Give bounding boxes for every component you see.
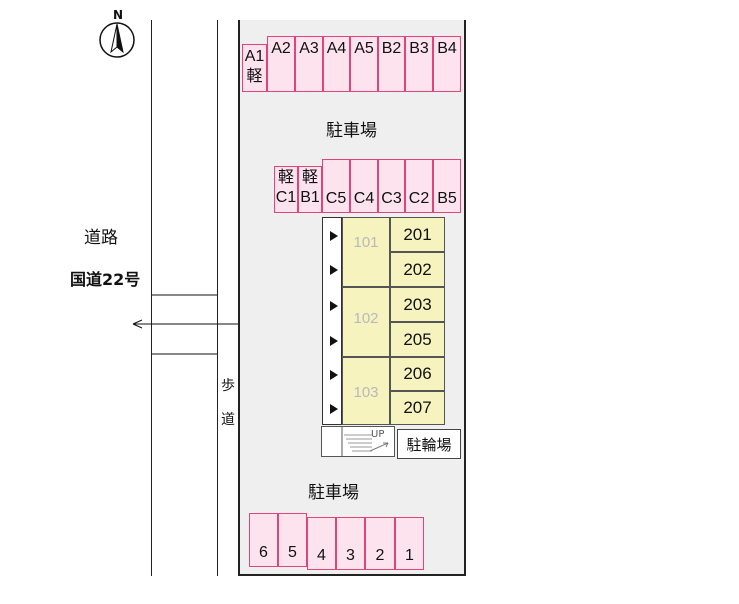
parking-space-c4: C4 bbox=[350, 159, 378, 213]
entry-arrow-icon bbox=[330, 336, 338, 346]
road-edge-right bbox=[217, 20, 218, 576]
parking-space-b2: B2 bbox=[378, 36, 405, 92]
unit-205: 205 bbox=[390, 322, 445, 357]
parking-space-1: 1 bbox=[395, 517, 424, 570]
road-name: 国道22号 bbox=[70, 270, 141, 289]
parking-label-upper: 駐車場 bbox=[326, 121, 377, 141]
unit-207: 207 bbox=[390, 391, 445, 425]
unit-201: 201 bbox=[390, 217, 445, 252]
corridor bbox=[322, 217, 342, 425]
parking-space-c1: 軽 C1 bbox=[274, 166, 298, 213]
parking-space-a4: A4 bbox=[323, 36, 350, 92]
parking-space-a2: A2 bbox=[267, 36, 295, 92]
unit-206: 206 bbox=[390, 357, 445, 391]
unit-101: 101 bbox=[342, 217, 390, 287]
parking-space-5: 5 bbox=[278, 513, 307, 567]
parking-space-a5: A5 bbox=[350, 36, 378, 92]
parking-space-2: 2 bbox=[365, 517, 395, 570]
unit-102: 102 bbox=[342, 287, 390, 357]
stairs-icon bbox=[341, 427, 389, 456]
parking-space-6: 6 bbox=[249, 513, 278, 567]
parking-space-4: 4 bbox=[307, 517, 336, 570]
parking-space-b5: B5 bbox=[433, 159, 461, 213]
sidewalk-label-char-1: 歩 bbox=[221, 378, 235, 394]
parking-space-b4: B4 bbox=[433, 36, 461, 92]
parking-label-lower: 駐車場 bbox=[308, 483, 359, 503]
stairs-up-label: UP bbox=[371, 429, 385, 440]
road-edge-left bbox=[151, 20, 152, 576]
parking-space-c2: C2 bbox=[405, 159, 433, 213]
entry-arrow-icon bbox=[330, 404, 338, 414]
parking-space-b1: 軽 B1 bbox=[298, 166, 322, 213]
entry-arrow-icon bbox=[330, 370, 338, 380]
unit-202: 202 bbox=[390, 252, 445, 287]
parking-space-b3: B3 bbox=[405, 36, 433, 92]
entry-arrow-icon bbox=[330, 301, 338, 311]
parking-space-c5: C5 bbox=[322, 159, 350, 213]
entry-arrow-icon bbox=[330, 265, 338, 275]
unit-103: 103 bbox=[342, 357, 390, 425]
sidewalk-label-char-2: 道 bbox=[221, 412, 235, 428]
stairs: UP bbox=[321, 426, 395, 457]
unit-203: 203 bbox=[390, 287, 445, 322]
parking-space-3: 3 bbox=[336, 517, 365, 570]
compass-north-label: N bbox=[113, 8, 124, 22]
road-label: 道路 bbox=[84, 228, 118, 248]
parking-space-c3: C3 bbox=[378, 159, 405, 213]
compass: N bbox=[98, 8, 138, 60]
parking-space-a1: A1 軽 bbox=[242, 44, 267, 92]
entry-arrow-icon bbox=[330, 231, 338, 241]
parking-space-a3: A3 bbox=[295, 36, 323, 92]
bike-parking: 駐輪場 bbox=[397, 429, 461, 459]
compass-icon bbox=[99, 22, 135, 58]
